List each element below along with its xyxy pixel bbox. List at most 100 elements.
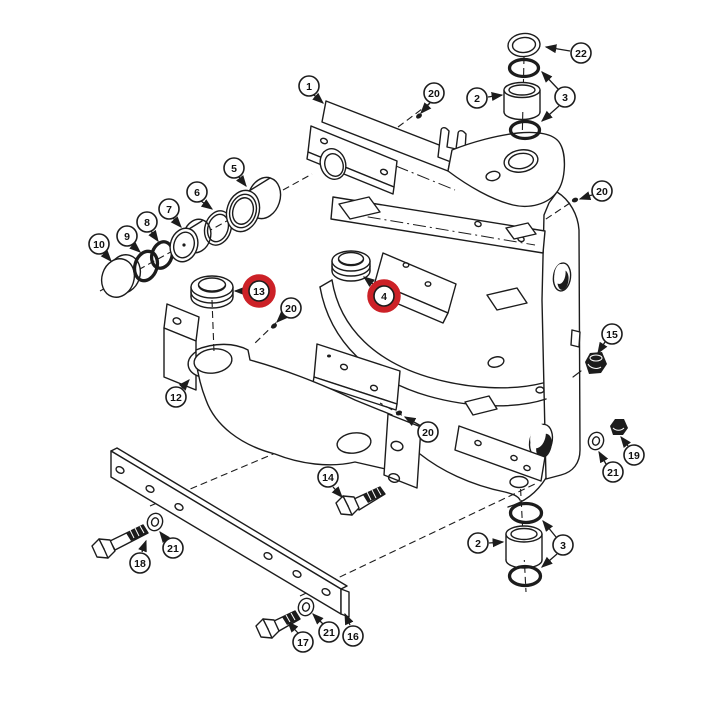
- svg-text:20: 20: [422, 427, 434, 439]
- callout-6: 6: [186, 181, 208, 203]
- upper-bushing-stack: [503, 32, 542, 141]
- nut-15: [572, 352, 607, 378]
- washer-21-right: [587, 431, 605, 451]
- grease-fitting-top: [416, 113, 422, 119]
- callout-15: 15: [601, 323, 623, 345]
- callout-18: 18: [129, 552, 151, 574]
- svg-text:15: 15: [606, 329, 618, 341]
- o-ring-8: [149, 240, 175, 270]
- callout-20-midleft: 20: [280, 297, 302, 319]
- svg-text:21: 21: [607, 467, 619, 479]
- svg-text:20: 20: [428, 88, 440, 100]
- svg-text:18: 18: [134, 558, 146, 570]
- svg-text:2: 2: [475, 538, 481, 550]
- callout-3-bottom: 3: [552, 534, 574, 556]
- callout-9: 9: [116, 225, 138, 247]
- callout-5: 5: [223, 157, 245, 179]
- callout-17: 17: [292, 631, 314, 653]
- cap-disc-10: [100, 254, 142, 298]
- o-ring-3-bottom-upper: [508, 501, 544, 525]
- piston-7: [169, 218, 212, 263]
- svg-text:17: 17: [297, 637, 309, 649]
- bolt-18: [91, 524, 149, 559]
- o-ring-6: [203, 210, 233, 246]
- callout-20-mid: 20: [417, 421, 439, 443]
- callout-12: 12: [165, 386, 187, 408]
- svg-text:10: 10: [93, 239, 105, 251]
- seal-ring-4: [331, 250, 371, 282]
- washer-21-left: [146, 512, 164, 532]
- arm-end-bore: [336, 432, 372, 454]
- callout-20-right: 20: [591, 180, 613, 202]
- svg-text:21: 21: [167, 543, 179, 555]
- bearing-ring-13: [190, 275, 234, 309]
- svg-text:5: 5: [231, 163, 237, 175]
- svg-text:1: 1: [306, 81, 312, 93]
- callout-10: 10: [88, 233, 110, 255]
- svg-text:6: 6: [194, 187, 200, 199]
- o-ring-3-upper: [507, 57, 541, 79]
- grease-fitting-right: [571, 197, 579, 203]
- svg-text:3: 3: [562, 92, 568, 104]
- bushing-5: [225, 176, 282, 233]
- callout-2-top: 2: [466, 87, 488, 109]
- bolt-17: [255, 610, 301, 639]
- svg-text:14: 14: [322, 472, 334, 484]
- frame-right-plate: [541, 191, 581, 480]
- svg-text:20: 20: [285, 303, 297, 315]
- callout-16: 16: [342, 625, 364, 647]
- svg-text:19: 19: [628, 450, 640, 462]
- callout-8: 8: [136, 211, 158, 233]
- svg-text:7: 7: [166, 204, 172, 216]
- frame-curved-arm: [331, 279, 544, 389]
- arm-pivot-bore: [193, 348, 233, 374]
- o-ring-9: [132, 249, 160, 283]
- grease-fitting-left: [271, 323, 277, 329]
- svg-text:3: 3: [560, 540, 566, 552]
- callout-4-highlighted: 4: [367, 279, 401, 313]
- bushing-2-upper: [503, 81, 541, 121]
- grease-fitting-lower: [395, 410, 403, 416]
- callout-21-right: 21: [602, 461, 624, 483]
- svg-text:20: 20: [596, 186, 608, 198]
- o-ring-3-lower: [508, 119, 542, 141]
- highlight-ring-4: [367, 279, 401, 313]
- svg-text:16: 16: [347, 631, 359, 643]
- seal-ring-22: [507, 32, 541, 58]
- svg-text:2: 2: [474, 93, 480, 105]
- arm-end-plate: [383, 413, 422, 489]
- callout-13-highlighted: 13: [242, 274, 276, 308]
- highlight-ring-13: [242, 274, 276, 308]
- svg-text:4: 4: [381, 291, 387, 303]
- callout-22: 22: [570, 42, 592, 64]
- callout-leaders: [100, 44, 631, 634]
- callout-14: 14: [317, 466, 339, 488]
- callout-20-top: 20: [423, 82, 445, 104]
- mounting-strap-16: [110, 447, 350, 618]
- svg-text:21: 21: [323, 627, 335, 639]
- callout-1: 1: [298, 75, 320, 97]
- nut-19: [610, 419, 628, 435]
- pivot-arm-12: [163, 303, 422, 489]
- callout-2-bottom: 2: [467, 532, 489, 554]
- o-ring-3-bottom-lower: [507, 564, 543, 588]
- svg-text:13: 13: [253, 286, 265, 298]
- svg-text:12: 12: [170, 392, 182, 404]
- callouts: 22 2 3 1 20 20 5 6 7 8 9: [88, 42, 645, 653]
- washer-21-bottom: [297, 597, 315, 617]
- frame-cross-member: [330, 196, 546, 254]
- lower-bushing-stack: [505, 501, 544, 588]
- callout-3-top: 3: [554, 86, 576, 108]
- callout-21-left: 21: [162, 537, 184, 559]
- svg-text:9: 9: [124, 231, 130, 243]
- callout-19: 19: [623, 444, 645, 466]
- main-frame: [306, 100, 581, 508]
- bolt-14: [335, 486, 386, 516]
- trunnion-stack: [100, 176, 282, 298]
- callout-21-bottom: 21: [318, 621, 340, 643]
- frame-right-arm: [447, 131, 566, 208]
- callout-7: 7: [158, 198, 180, 220]
- svg-text:22: 22: [575, 48, 587, 60]
